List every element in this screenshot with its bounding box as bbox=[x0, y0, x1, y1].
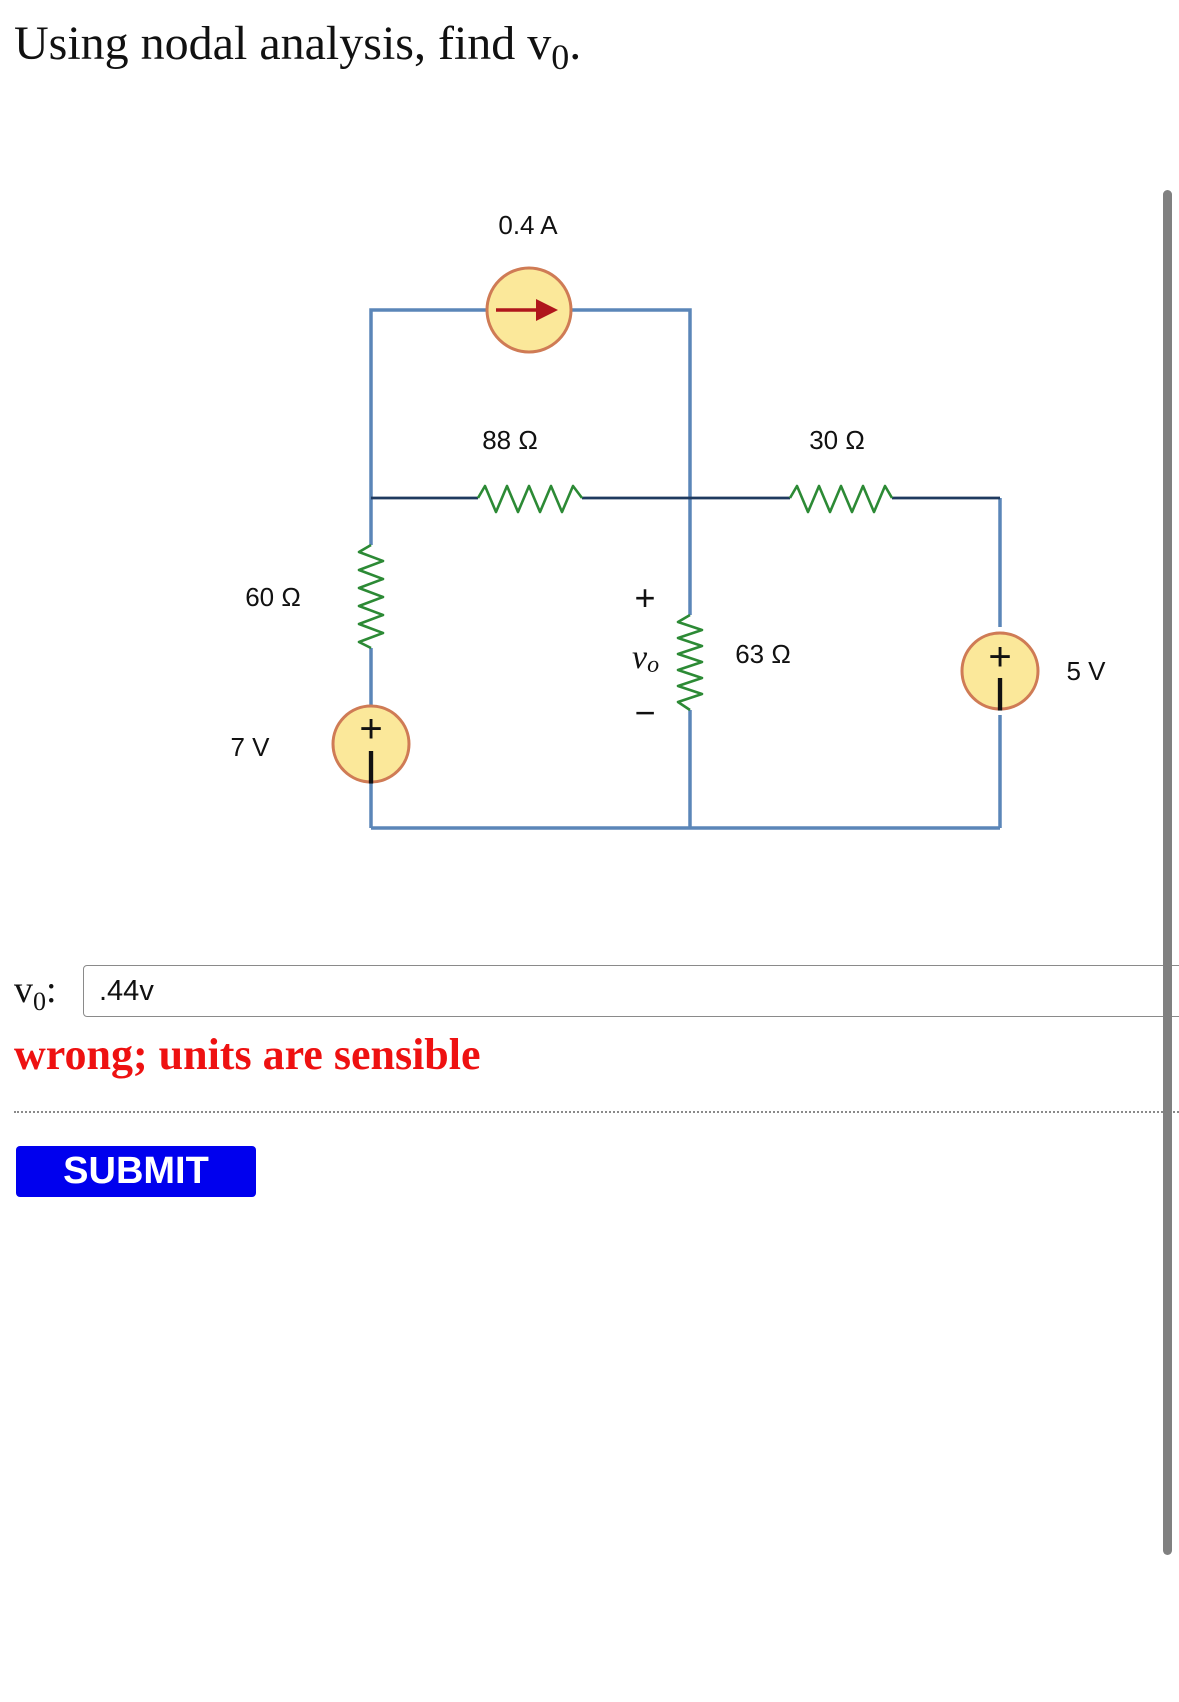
r60-label: 60 Ω bbox=[245, 582, 301, 612]
r63-label: 63 Ω bbox=[735, 639, 791, 669]
section-divider bbox=[14, 1111, 1179, 1113]
vo-symbol: vo bbox=[632, 639, 659, 678]
resistor-60 bbox=[357, 543, 385, 650]
answer-label-sub: 0 bbox=[33, 987, 46, 1016]
source-7v-minus: | bbox=[366, 746, 376, 784]
answer-input[interactable] bbox=[83, 965, 1179, 1017]
question-prefix: Using nodal analysis, find v bbox=[14, 17, 552, 70]
question-text: Using nodal analysis, find v0. bbox=[14, 14, 581, 77]
v7-label: 7 V bbox=[230, 732, 270, 762]
feedback-message: wrong; units are sensible bbox=[14, 1030, 481, 1079]
source-5v-minus: | bbox=[995, 673, 1005, 711]
resistor-63 bbox=[676, 613, 704, 712]
scrollbar[interactable] bbox=[1163, 190, 1172, 1555]
r88-label: 88 Ω bbox=[482, 425, 538, 455]
circuit-diagram: + | + | 0.4 A 88 Ω 30 Ω 60 Ω 63 Ω 7 V 5 … bbox=[230, 210, 1106, 830]
voltage-source-5v: + | bbox=[960, 631, 1040, 711]
resistor-88 bbox=[476, 484, 584, 514]
source-5v-plus: + bbox=[988, 635, 1011, 679]
current-source bbox=[485, 266, 573, 354]
answer-label-suffix: : bbox=[46, 969, 57, 1011]
answer-label-prefix: v bbox=[14, 969, 33, 1011]
vo-plus: + bbox=[634, 577, 655, 618]
vo-symbol-sub: o bbox=[647, 652, 659, 678]
voltage-source-7v: + | bbox=[331, 704, 411, 784]
r30-label: 30 Ω bbox=[809, 425, 865, 455]
resistor-30 bbox=[788, 484, 894, 514]
vo-minus: − bbox=[634, 692, 655, 733]
question-subscript: 0 bbox=[551, 37, 570, 77]
answer-label: v0: bbox=[14, 965, 57, 1019]
source-7v-plus: + bbox=[359, 707, 382, 751]
vo-symbol-main: v bbox=[632, 639, 648, 676]
question-suffix: . bbox=[569, 17, 582, 70]
current-source-label: 0.4 A bbox=[498, 210, 558, 240]
v5-label: 5 V bbox=[1066, 656, 1106, 686]
submit-button[interactable]: SUBMIT bbox=[16, 1146, 256, 1197]
